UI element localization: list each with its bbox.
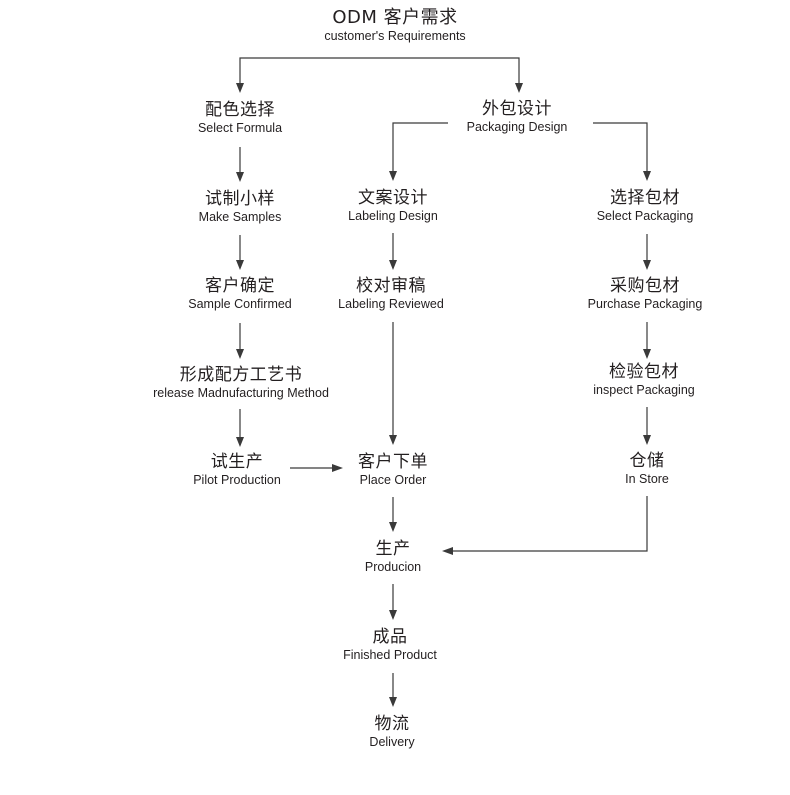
arrowhead — [643, 435, 651, 445]
node-pilot-production: 试生产 Pilot Production — [193, 452, 281, 488]
arrowhead — [643, 260, 651, 270]
connector-packaging-split-left — [392, 122, 448, 172]
node-label-zh: 试制小样 — [205, 189, 275, 209]
connector-odm-split — [239, 57, 520, 84]
arrowhead — [236, 83, 244, 93]
arrowhead — [442, 547, 453, 555]
arrowhead — [515, 83, 523, 93]
arrowhead — [389, 171, 397, 181]
arrowhead — [389, 260, 397, 270]
node-label-zh: 客户确定 — [204, 276, 275, 296]
arrowhead — [332, 464, 343, 472]
node-packaging-design: 外包设计 Packaging Design — [467, 99, 568, 135]
node-odm-requirements: ODM 客户需求 customer's Requirements — [324, 8, 465, 44]
node-label-zh: 配色选择 — [205, 100, 275, 120]
node-label-zh: 文案设计 — [358, 188, 428, 208]
node-label-en: Labeling Design — [348, 209, 438, 223]
arrowhead — [389, 435, 397, 445]
node-label-en: release Madnufacturing Method — [153, 386, 329, 400]
node-label-en: Select Formula — [197, 121, 283, 135]
arrowhead — [236, 260, 244, 270]
node-label-en: Packaging Design — [466, 120, 568, 134]
node-finished-product: 成品 Finished Product — [343, 627, 437, 663]
node-make-samples: 试制小样 Make Samples — [199, 189, 282, 225]
node-label-en: Finished Product — [343, 648, 437, 662]
node-label-en: Labeling Reviewed — [338, 297, 444, 311]
node-inspect-packaging: 检验包材 inspect Packaging — [593, 362, 694, 398]
node-place-order: 客户下单 Place Order — [358, 452, 428, 488]
node-label-zh: 选择包材 — [610, 188, 680, 208]
node-delivery: 物流 Delivery — [369, 714, 414, 750]
node-label-en: Pilot Production — [193, 473, 281, 487]
arrowhead — [389, 697, 397, 707]
arrowhead — [389, 610, 397, 620]
node-label-en: Place Order — [359, 473, 427, 487]
arrowhead — [236, 437, 244, 447]
node-label-zh: 成品 — [372, 627, 408, 647]
node-label-en: inspect Packaging — [593, 383, 695, 397]
connector-store-production — [452, 496, 648, 552]
node-label-zh: 试生产 — [210, 452, 264, 472]
connector-packaging-split-right — [593, 122, 648, 172]
node-label-zh: 客户下单 — [358, 452, 428, 472]
node-label-en: Select Packaging — [596, 209, 694, 223]
node-label-zh: 形成配方工艺书 — [179, 365, 303, 385]
node-label-zh: 物流 — [374, 714, 410, 734]
node-label-zh: ODM 客户需求 — [332, 7, 458, 28]
node-label-zh: 外包设计 — [481, 99, 552, 119]
node-label-zh: 校对审稿 — [355, 276, 426, 296]
node-sample-confirmed: 客户确定 Sample Confirmed — [188, 276, 292, 312]
node-purchase-packaging: 采购包材 Purchase Packaging — [588, 276, 703, 312]
arrowhead — [643, 349, 651, 359]
node-label-zh: 生产 — [375, 539, 411, 559]
node-label-en: Make Samples — [198, 210, 282, 224]
node-label-en: Sample Confirmed — [188, 297, 292, 311]
node-select-packaging: 选择包材 Select Packaging — [597, 188, 694, 224]
node-production: 生产 Producion — [365, 539, 421, 575]
node-in-store: 仓储 In Store — [625, 451, 669, 487]
node-label-zh: 采购包材 — [610, 276, 680, 296]
node-label-en: Producion — [364, 560, 422, 574]
node-label-en: In Store — [625, 472, 669, 486]
node-label-en: customer's Requirements — [324, 29, 466, 43]
node-label-zh: 检验包材 — [608, 362, 679, 382]
node-label-en: Delivery — [369, 735, 415, 749]
node-labeling-design: 文案设计 Labeling Design — [348, 188, 438, 224]
node-label-zh: 仓储 — [629, 451, 665, 471]
node-labeling-reviewed: 校对审稿 Labeling Reviewed — [338, 276, 444, 312]
arrowhead — [236, 349, 244, 359]
node-label-en: Purchase Packaging — [587, 297, 703, 311]
node-manufacturing-method: 形成配方工艺书 release Madnufacturing Method — [153, 365, 329, 401]
node-select-formula: 配色选择 Select Formula — [198, 100, 282, 136]
arrowhead — [389, 522, 397, 532]
arrowhead — [643, 171, 651, 181]
arrowhead — [236, 172, 244, 182]
